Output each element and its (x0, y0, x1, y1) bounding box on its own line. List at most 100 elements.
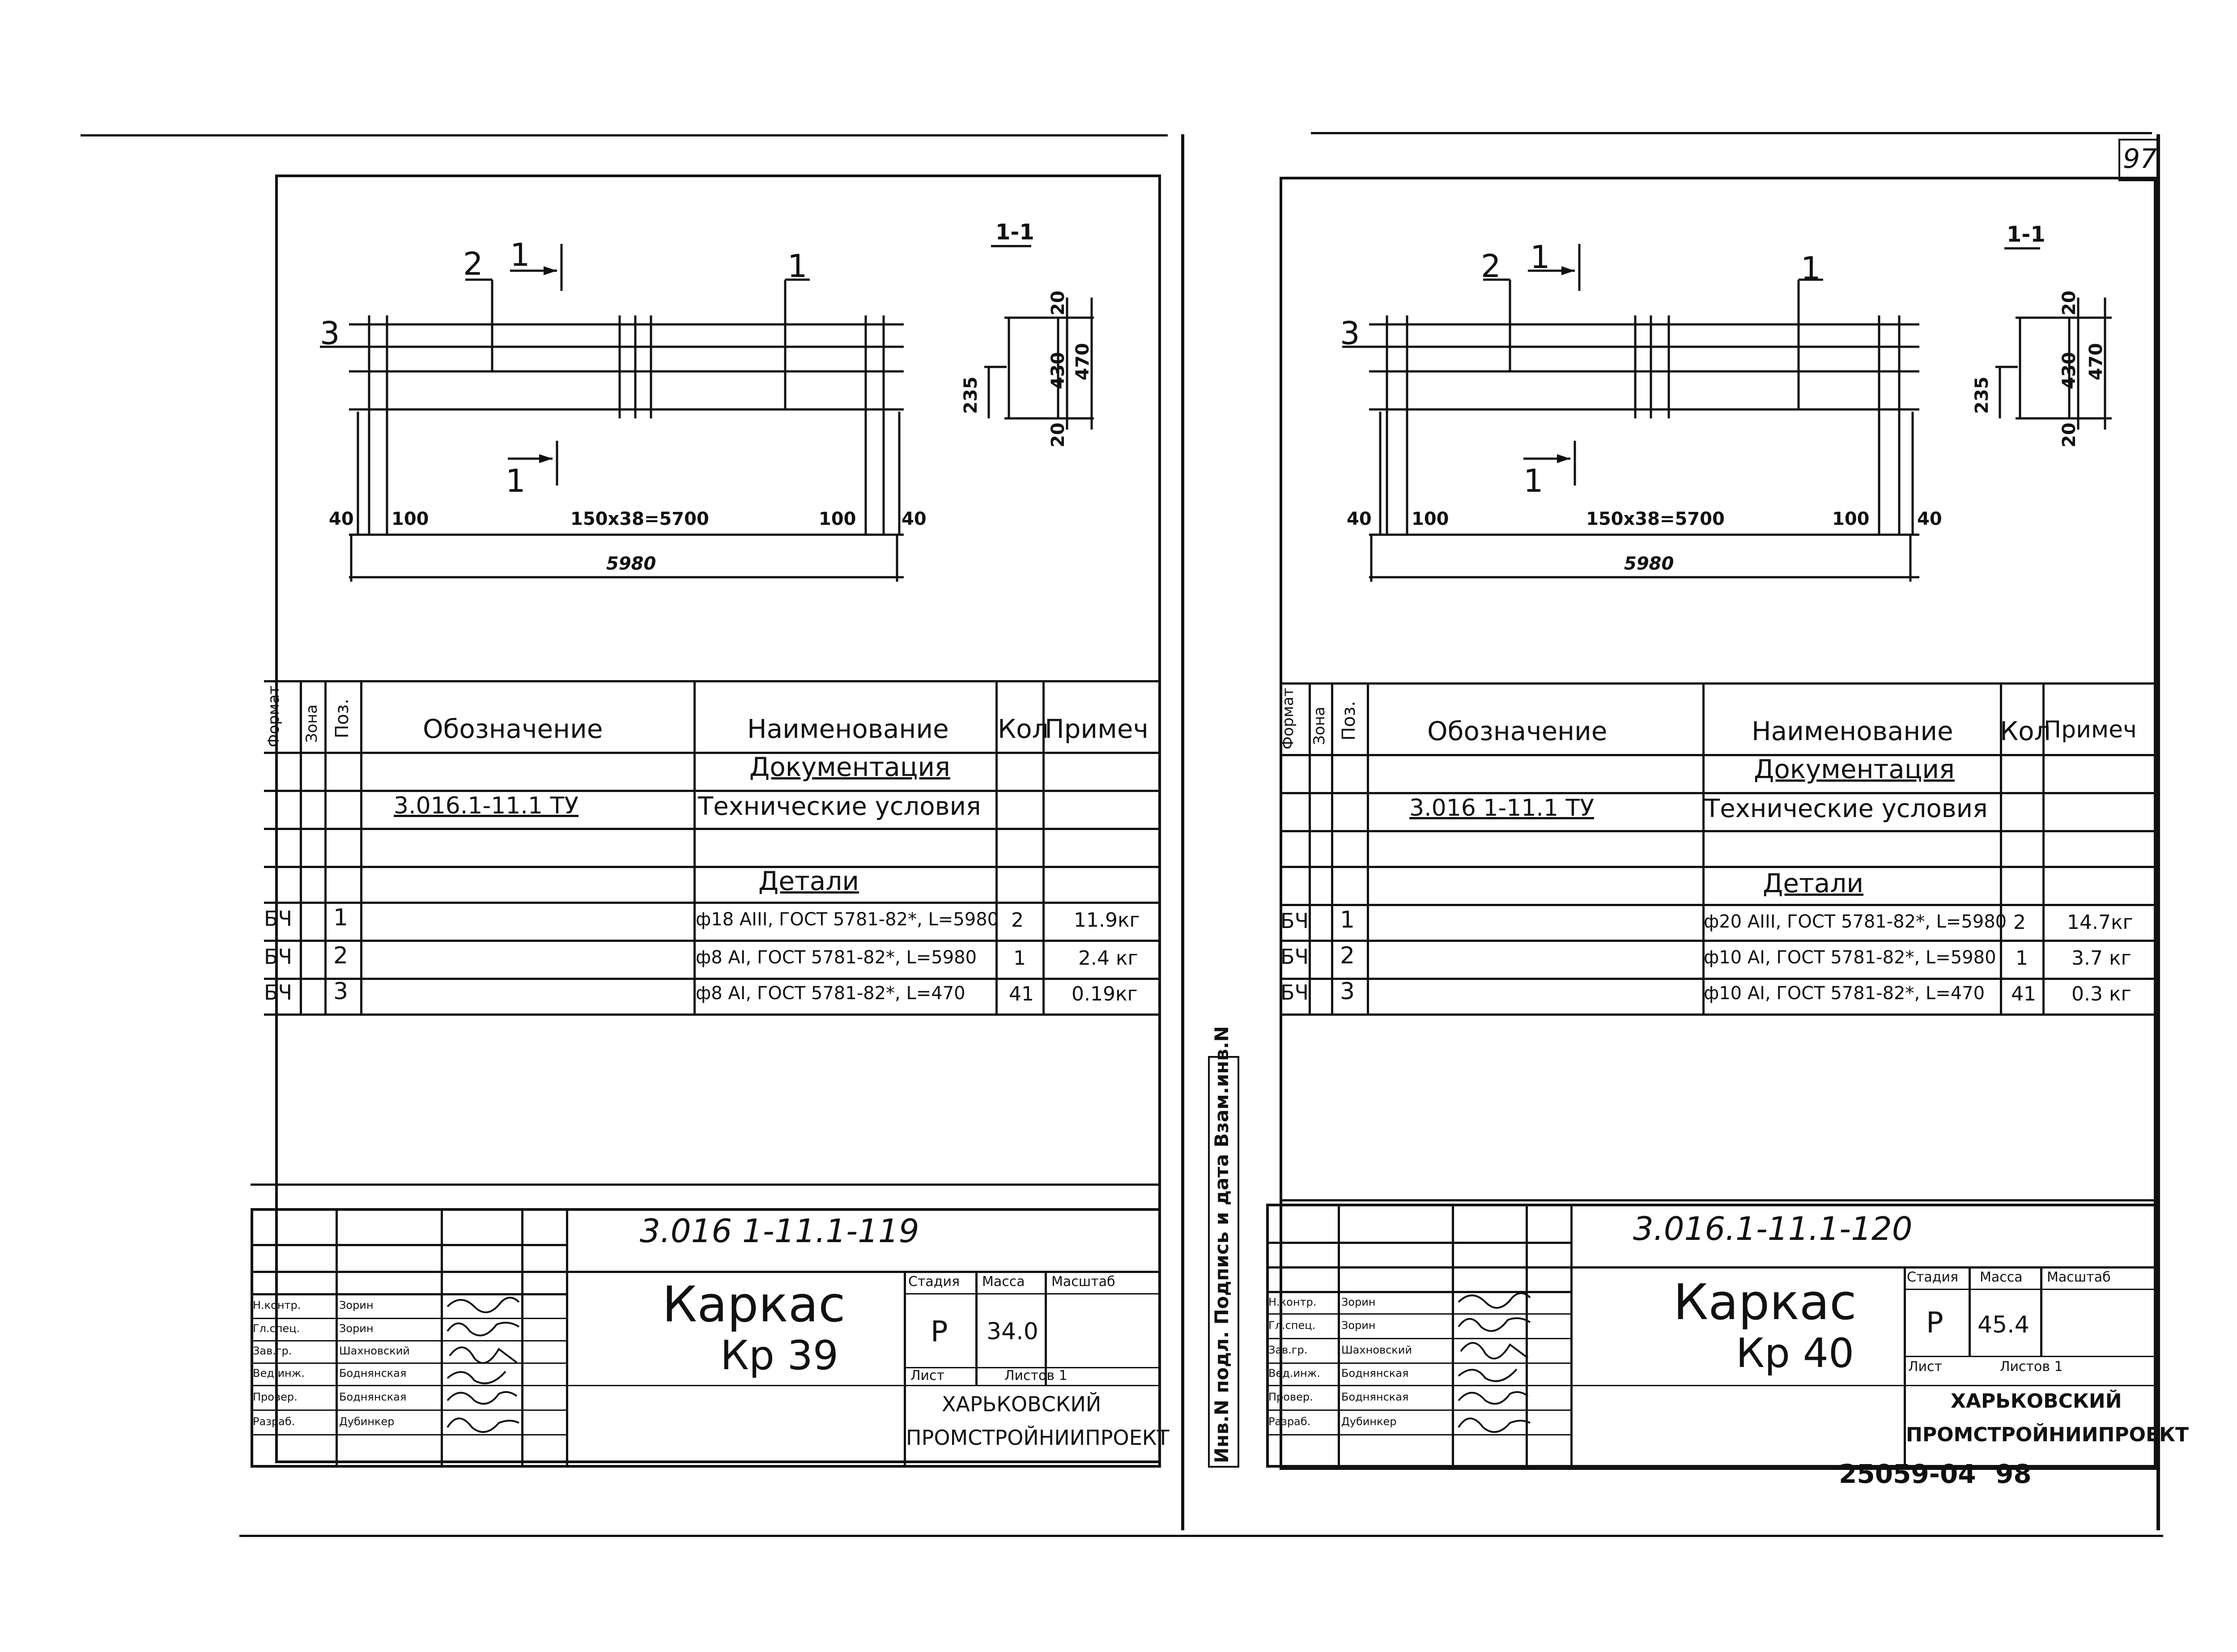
dim-100-right-r: 100 (1832, 509, 1870, 529)
row3-note-r: 0.3 кг (2071, 983, 2131, 1005)
spec-row-line (264, 866, 1159, 868)
top-right-line (1311, 132, 2152, 134)
spec-col-line-r (2042, 682, 2045, 1013)
name-1-r: Зорин (1341, 1296, 1376, 1308)
cut-top-label-r: 1 (1530, 239, 1550, 276)
hdr-designation: Обозначение (423, 714, 603, 744)
section-label: 1-1 (995, 220, 1034, 245)
spec-row-line-r (1280, 978, 2156, 980)
spec-col-line (995, 680, 998, 1013)
hdr-designation-r: Обозначение (1427, 716, 1608, 746)
name-3-r: Шахновский (1341, 1344, 1412, 1356)
pos2-label: 2 (463, 246, 483, 282)
row3-qty-r: 41 (2011, 983, 2036, 1005)
spec-col-line (360, 680, 362, 1013)
tb-row (904, 1293, 1161, 1294)
spec-row-line-r (1280, 866, 2156, 868)
name-5-r: Боднянская (1341, 1391, 1409, 1403)
scale-label: Масштаб (1051, 1274, 1115, 1290)
row2-pos: 2 (333, 942, 349, 969)
spec-top-line-r (1280, 682, 2156, 685)
name-1: Зорин (339, 1299, 374, 1311)
row2-format-r: БЧ (1280, 945, 1309, 969)
right-edge-line (2156, 134, 2160, 1530)
tb-row-r (1266, 1362, 1570, 1364)
stage-value-r: Р (1926, 1307, 1944, 1340)
spec-col-line-r (2000, 682, 2002, 1013)
spec-row-line-r (1280, 940, 2156, 942)
spec-top-line (264, 680, 1159, 682)
stage-label-r: Стадия (1907, 1269, 1959, 1285)
spec-col-line-r (1702, 682, 1705, 1013)
spec-row-line (264, 1013, 1159, 1016)
tb-col (975, 1271, 978, 1385)
role-6: Разраб. (253, 1415, 295, 1428)
tb-row-r (1904, 1289, 2159, 1290)
tb-col (521, 1208, 523, 1468)
tb-row-r (1266, 1266, 2159, 1269)
row1-name-r: ф20 AIII, ГОСТ 5781-82*, L=5980 (1704, 911, 2007, 932)
hdr-qty: Кол (998, 714, 1049, 744)
pos3-label: 3 (320, 315, 340, 352)
spec-col-line-r (1331, 682, 1333, 1013)
pos3-label-r: 3 (1340, 315, 1360, 352)
dim-40-right: 40 (902, 509, 927, 529)
tb-row (904, 1367, 1161, 1368)
name-5: Боднянская (339, 1391, 407, 1403)
tb-col-r (1904, 1266, 1906, 1468)
section-parts: Детали (758, 866, 859, 896)
row1-pos: 1 (333, 904, 349, 931)
row1-format-r: БЧ (1280, 909, 1309, 933)
tb-row (251, 1409, 566, 1411)
tb-col-r (1338, 1204, 1340, 1468)
cut-bottom-label: 1 (506, 463, 526, 499)
spec-row-line (264, 978, 1159, 980)
tb-row-r (1266, 1313, 1570, 1315)
sheet-label: Лист (910, 1368, 945, 1384)
mass-label: Масса (982, 1274, 1025, 1290)
tb-row-r (1266, 1338, 1570, 1339)
tb-row-r (1266, 1409, 1570, 1411)
spec-row-line-r (1280, 754, 2156, 756)
tb-row-r (1266, 1291, 1570, 1293)
row1-qty: 2 (1011, 909, 1024, 932)
side-stamp-strip (1208, 1056, 1239, 1468)
spec-row-line-r (1280, 904, 2156, 906)
row2-note-r: 3.7 кг (2071, 947, 2131, 970)
org-line2: ПРОМСТРОЙНИИПРОЕКТ (906, 1426, 1170, 1450)
row3-pos: 3 (333, 978, 349, 1005)
spec-row-line (264, 790, 1159, 792)
spec-row-line (264, 752, 1159, 754)
tb-row (251, 1318, 566, 1319)
spec-col-line-r (1367, 682, 1369, 1013)
tb-row-r (1266, 1385, 2159, 1386)
name-3: Шахновский (339, 1345, 410, 1357)
dim-40-left: 40 (329, 509, 354, 529)
sheets-label: Листов 1 (1004, 1368, 1067, 1384)
tb-row (251, 1293, 566, 1295)
spec-col-line (693, 680, 696, 1013)
name-4: Боднянская (339, 1367, 407, 1380)
role-3-r: Зав.гр. (1268, 1344, 1308, 1356)
name-2-r: Зорин (1341, 1319, 1376, 1332)
section-docs-r: Документация (1754, 754, 1955, 784)
row2-qty-r: 1 (2016, 947, 2028, 970)
role-5: Провер. (253, 1391, 298, 1403)
role-2: Гл.спец. (253, 1322, 300, 1335)
row1-note: 11.9кг (1074, 909, 1140, 932)
name-4-r: Боднянская (1341, 1367, 1409, 1380)
row3-note: 0.19кг (1072, 983, 1138, 1005)
tb-col-r (1526, 1204, 1528, 1468)
row3-format-r: БЧ (1280, 980, 1309, 1005)
row1-name: ф18 AIII, ГОСТ 5781-82*, L=5980 (696, 909, 999, 930)
tb-col-r (1452, 1204, 1454, 1468)
spec-row-line (251, 1184, 1159, 1186)
title-line2-r: Кр 40 (1736, 1330, 1854, 1377)
cut-bottom-label-r: 1 (1523, 463, 1544, 499)
role-6-r: Разраб. (1268, 1415, 1311, 1428)
title-line2: Кр 39 (720, 1332, 839, 1379)
row1-pos-r: 1 (1340, 907, 1355, 933)
doc-name: Технические условия (698, 792, 981, 821)
tb-col-r (1969, 1266, 1971, 1356)
